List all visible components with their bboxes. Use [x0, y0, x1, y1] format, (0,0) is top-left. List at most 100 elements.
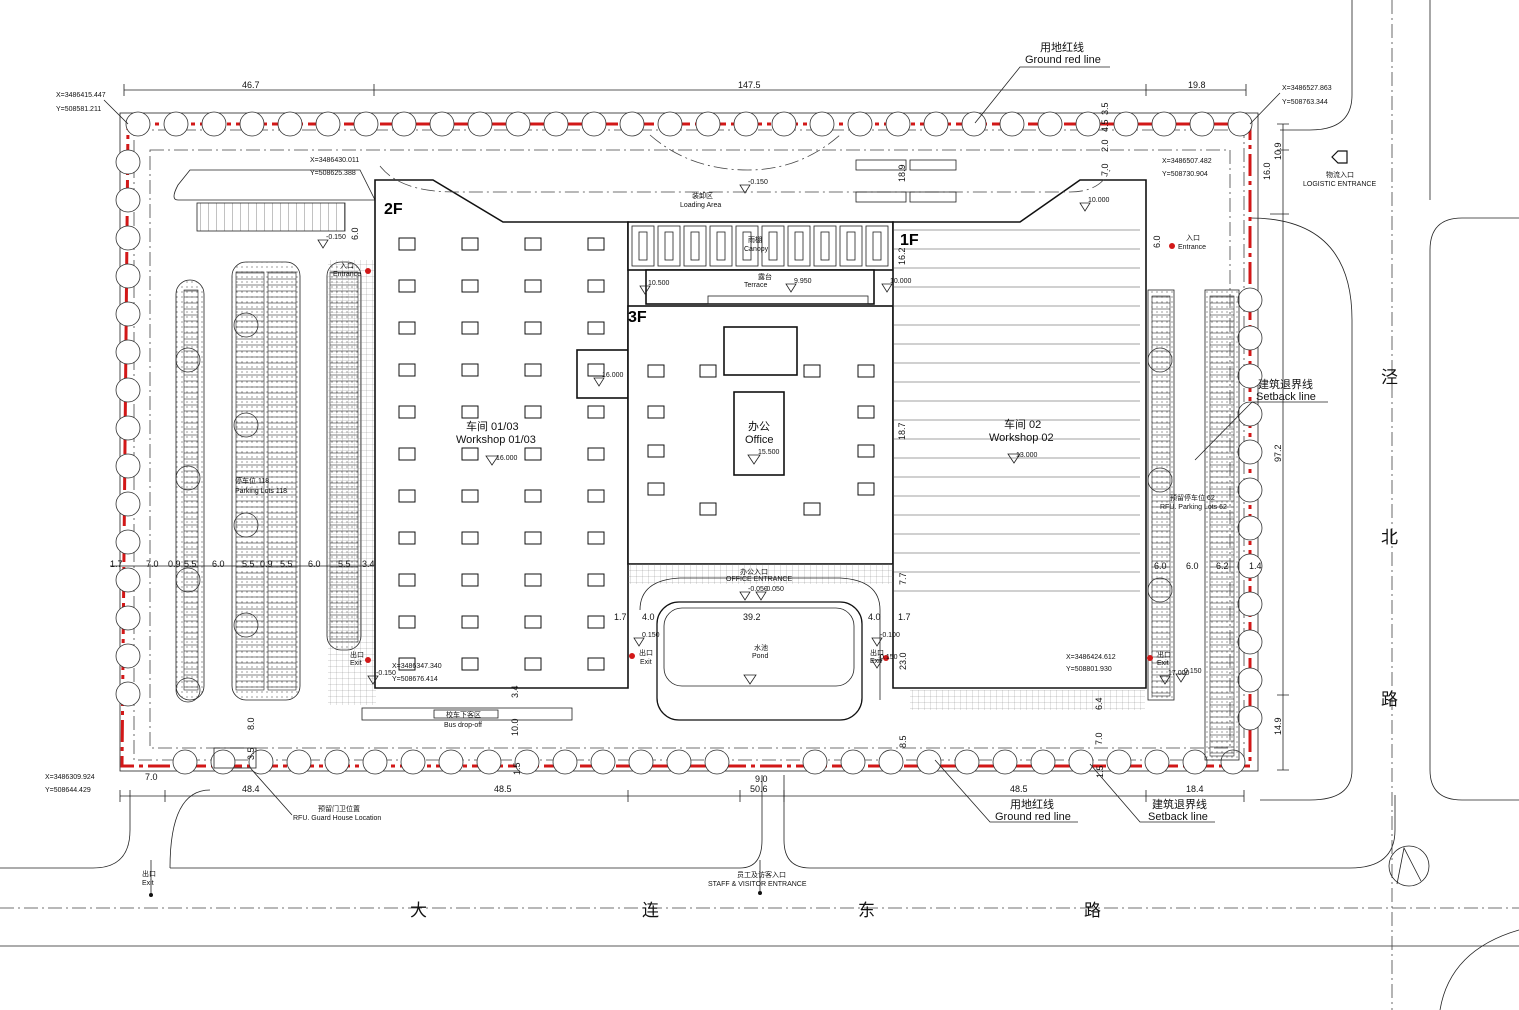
level-marker: [871, 637, 883, 647]
window: [524, 363, 542, 377]
coordinates: X=3486415.447 Y=508581.211 X=3486527.863…: [45, 85, 1332, 794]
window: [461, 447, 479, 461]
window: [587, 447, 605, 461]
dimensions: 46.7 147.5 19.8 7.0 48.4 48.5 48.5 18.4 …: [110, 80, 1289, 802]
exit-m1-en: Exit: [640, 659, 652, 666]
tree: [514, 749, 540, 775]
tree: [115, 149, 141, 175]
canopy-door: [638, 231, 648, 261]
tree: [885, 111, 911, 137]
tree: [115, 301, 141, 327]
tree: [1227, 111, 1253, 137]
tree: [733, 111, 759, 137]
loading-en: Loading Area: [680, 202, 721, 209]
level-value: 10.000: [890, 278, 912, 285]
dim-parking: 3.4: [362, 559, 375, 569]
ws02-floors: 1F: [900, 232, 919, 249]
dim-misc: 2.0: [1100, 139, 1110, 152]
tree: [115, 605, 141, 631]
tree: [992, 749, 1018, 775]
dim-misc: 7.0: [1094, 732, 1104, 745]
parking-right-en: RFU. Parking Lots 62: [1160, 504, 1227, 511]
level-value: -0.050: [764, 586, 784, 593]
tree: [1068, 749, 1094, 775]
road-south-1: 连: [642, 901, 659, 921]
tree: [1144, 749, 1170, 775]
canopy-cn: 雨棚: [748, 235, 762, 244]
dim-misc: 3.5: [246, 747, 256, 760]
window: [857, 364, 875, 378]
tree: [1106, 749, 1132, 775]
window: [647, 364, 665, 378]
tree: [210, 749, 236, 775]
tree: [115, 567, 141, 593]
tree: [115, 187, 141, 213]
level-value: 10.000: [1088, 197, 1110, 204]
canopy-bay: [683, 225, 707, 267]
tree: [704, 749, 730, 775]
tree: [543, 111, 569, 137]
window: [857, 405, 875, 419]
office-entrance-cn: 办公入口: [740, 567, 768, 576]
window: [857, 444, 875, 458]
dim-br-1: 18.4: [1186, 784, 1204, 794]
tree: [324, 749, 350, 775]
road-south-0: 大: [410, 901, 427, 921]
coord-ws-sw-x: X=3486347.340: [392, 663, 442, 670]
tree: [1151, 111, 1177, 137]
level-value: -0.150: [326, 234, 346, 241]
tree: [1237, 667, 1263, 693]
dim-parking: 1.7: [110, 559, 123, 569]
entrance-w-cn: 入口: [340, 262, 354, 270]
dim-parking: 0.9: [168, 559, 181, 569]
window: [398, 279, 416, 293]
window: [587, 321, 605, 335]
level-marker: [1159, 675, 1171, 685]
tree: [115, 225, 141, 251]
window: [524, 405, 542, 419]
office-floors: 3F: [628, 309, 647, 326]
dim-misc: 3.5: [1100, 102, 1110, 115]
window: [398, 531, 416, 545]
tree: [115, 263, 141, 289]
level-value: 17.000: [1168, 670, 1190, 677]
tree: [115, 643, 141, 669]
exit-e-en: Exit: [1157, 660, 1169, 667]
exit-w-cn: 出口: [350, 650, 364, 659]
level-value: 9.950: [794, 278, 812, 285]
coord-sw-y: Y=508644.429: [45, 787, 91, 794]
level-marker: [739, 591, 751, 601]
dim-top-0: 46.7: [242, 80, 260, 90]
dim-bl-2: 48.5: [494, 784, 512, 794]
level-value: 16.000: [602, 372, 624, 379]
tree: [1237, 401, 1263, 427]
tree: [438, 749, 464, 775]
gates: 入口 Entrance 出口 Exit 出口 Exit 出口 Exit 出口 E…: [142, 150, 1376, 897]
tree: [878, 749, 904, 775]
tree: [695, 111, 721, 137]
terrace-cn: 露台: [758, 272, 772, 281]
exit-m2-cn: 出口: [870, 648, 884, 657]
dim-bl-0: 7.0: [145, 772, 158, 782]
tree: [771, 111, 797, 137]
tree: [172, 749, 198, 775]
ws01-name-cn: 车间 01/03: [466, 419, 519, 433]
tree: [590, 749, 616, 775]
callouts: 用地红线 Ground red line 用地红线 Ground red lin…: [934, 40, 1328, 823]
south-exit-cn: 出口: [142, 869, 156, 878]
office-block: 雨棚 Canopy 露台 Terrace 3F 办公 Office 15.500: [627, 221, 894, 565]
coord-ws-nw-y: Y=508625.388: [310, 170, 356, 177]
dim-br-0: 48.5: [1010, 784, 1028, 794]
canopy-bay: [787, 225, 811, 267]
tree: [1237, 515, 1263, 541]
tree: [115, 529, 141, 555]
coord-nw-x: X=3486415.447: [56, 92, 106, 99]
tree: [467, 111, 493, 137]
tree: [552, 749, 578, 775]
tree: [1237, 287, 1263, 313]
dim-misc: 7.7: [898, 572, 908, 585]
level-marker: [639, 285, 651, 295]
tree: [476, 749, 502, 775]
